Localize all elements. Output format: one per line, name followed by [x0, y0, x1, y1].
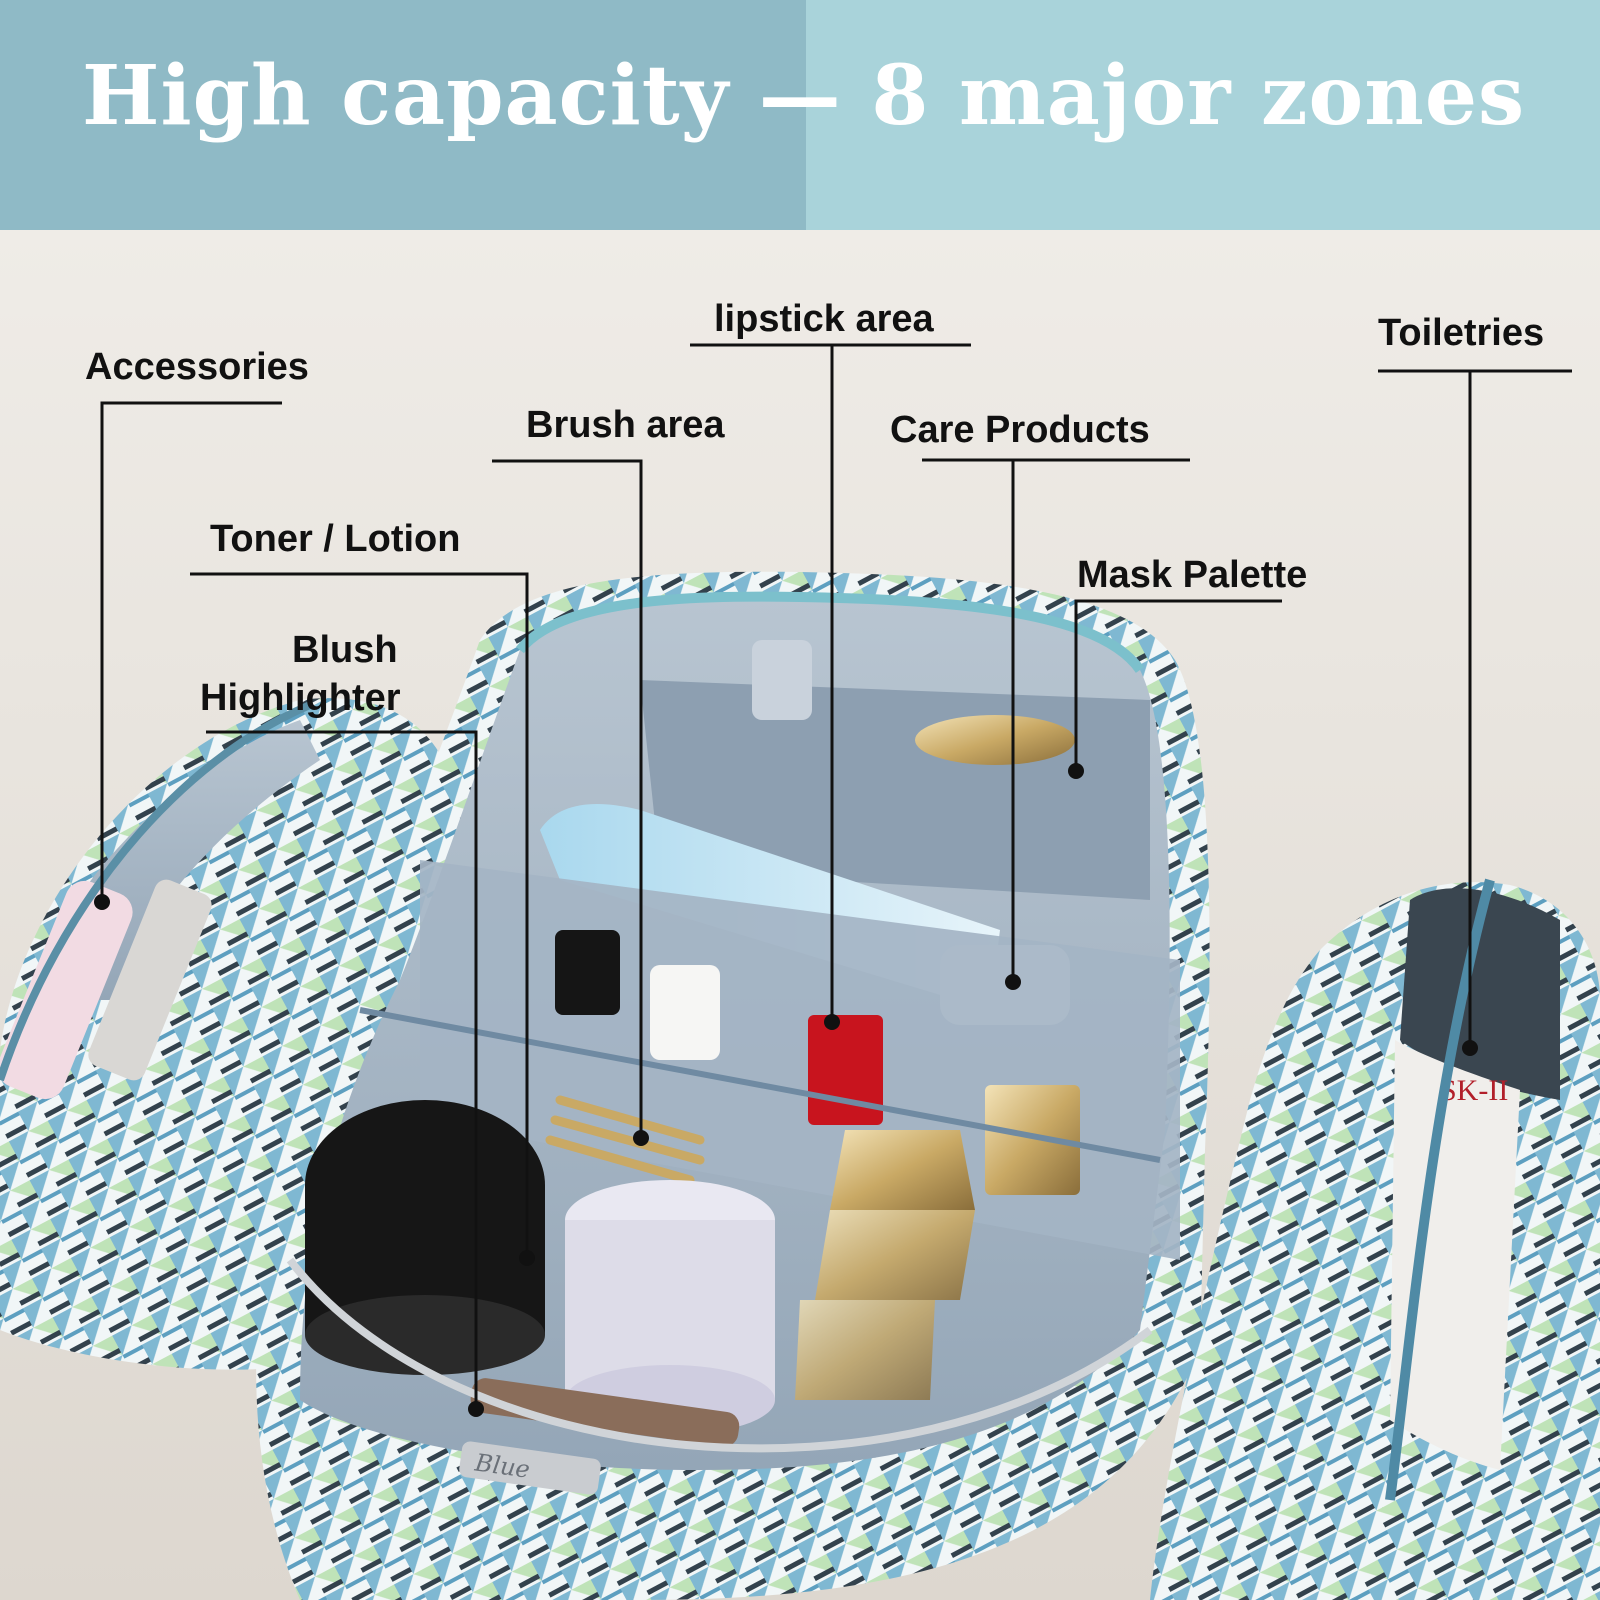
leader-endpoints	[94, 763, 1478, 1417]
main-cosmetic-bag: Blue	[256, 571, 1210, 1600]
accessories-endpoint-dot	[94, 894, 110, 910]
callout-lipstick-area: lipstick area	[714, 298, 934, 340]
callout-care-products: Care Products	[890, 409, 1150, 451]
banner-left-panel	[0, 0, 806, 230]
accessories-leader-line	[100, 401, 282, 902]
lipstick-endpoint-dot	[824, 1014, 840, 1030]
toiletries-pouch: SK-II	[1150, 878, 1600, 1600]
callout-accessories: Accessories	[85, 346, 309, 388]
callout-brush-area: Brush area	[526, 404, 725, 446]
callout-blush-line2: Highlighter	[200, 677, 401, 719]
callout-mask-palette: Mask Palette	[1077, 554, 1308, 596]
banner-right-panel	[806, 0, 1600, 230]
callout-toiletries: Toiletries	[1378, 312, 1545, 354]
blush-highlighter-leader-line	[206, 730, 478, 1409]
banner-title: High capacity — 8 major zones	[82, 48, 1526, 144]
toner-lotion-endpoint-dot	[519, 1250, 535, 1266]
mask-palette-leader-line	[1074, 599, 1282, 771]
care-products-endpoint-dot	[1005, 974, 1021, 990]
brush-endpoint-dot	[633, 1130, 649, 1146]
leader-lines	[100, 343, 1572, 1409]
blush-endpoint-dot	[468, 1401, 484, 1417]
title-banner: High capacity — 8 major zones	[0, 0, 1600, 230]
brush-area-leader-line	[492, 459, 643, 1138]
callout-blush-line1: Blush	[292, 629, 398, 671]
callout-toner-lotion: Toner / Lotion	[210, 518, 461, 560]
toner-lotion-leader-line	[190, 572, 529, 1258]
svg-text:SK-II: SK-II	[1440, 1074, 1508, 1107]
callout-blush-highlighter: Blush Highlighter	[200, 626, 460, 722]
mask-palette-endpoint-dot	[1068, 763, 1084, 779]
toiletries-endpoint-dot	[1462, 1040, 1478, 1056]
